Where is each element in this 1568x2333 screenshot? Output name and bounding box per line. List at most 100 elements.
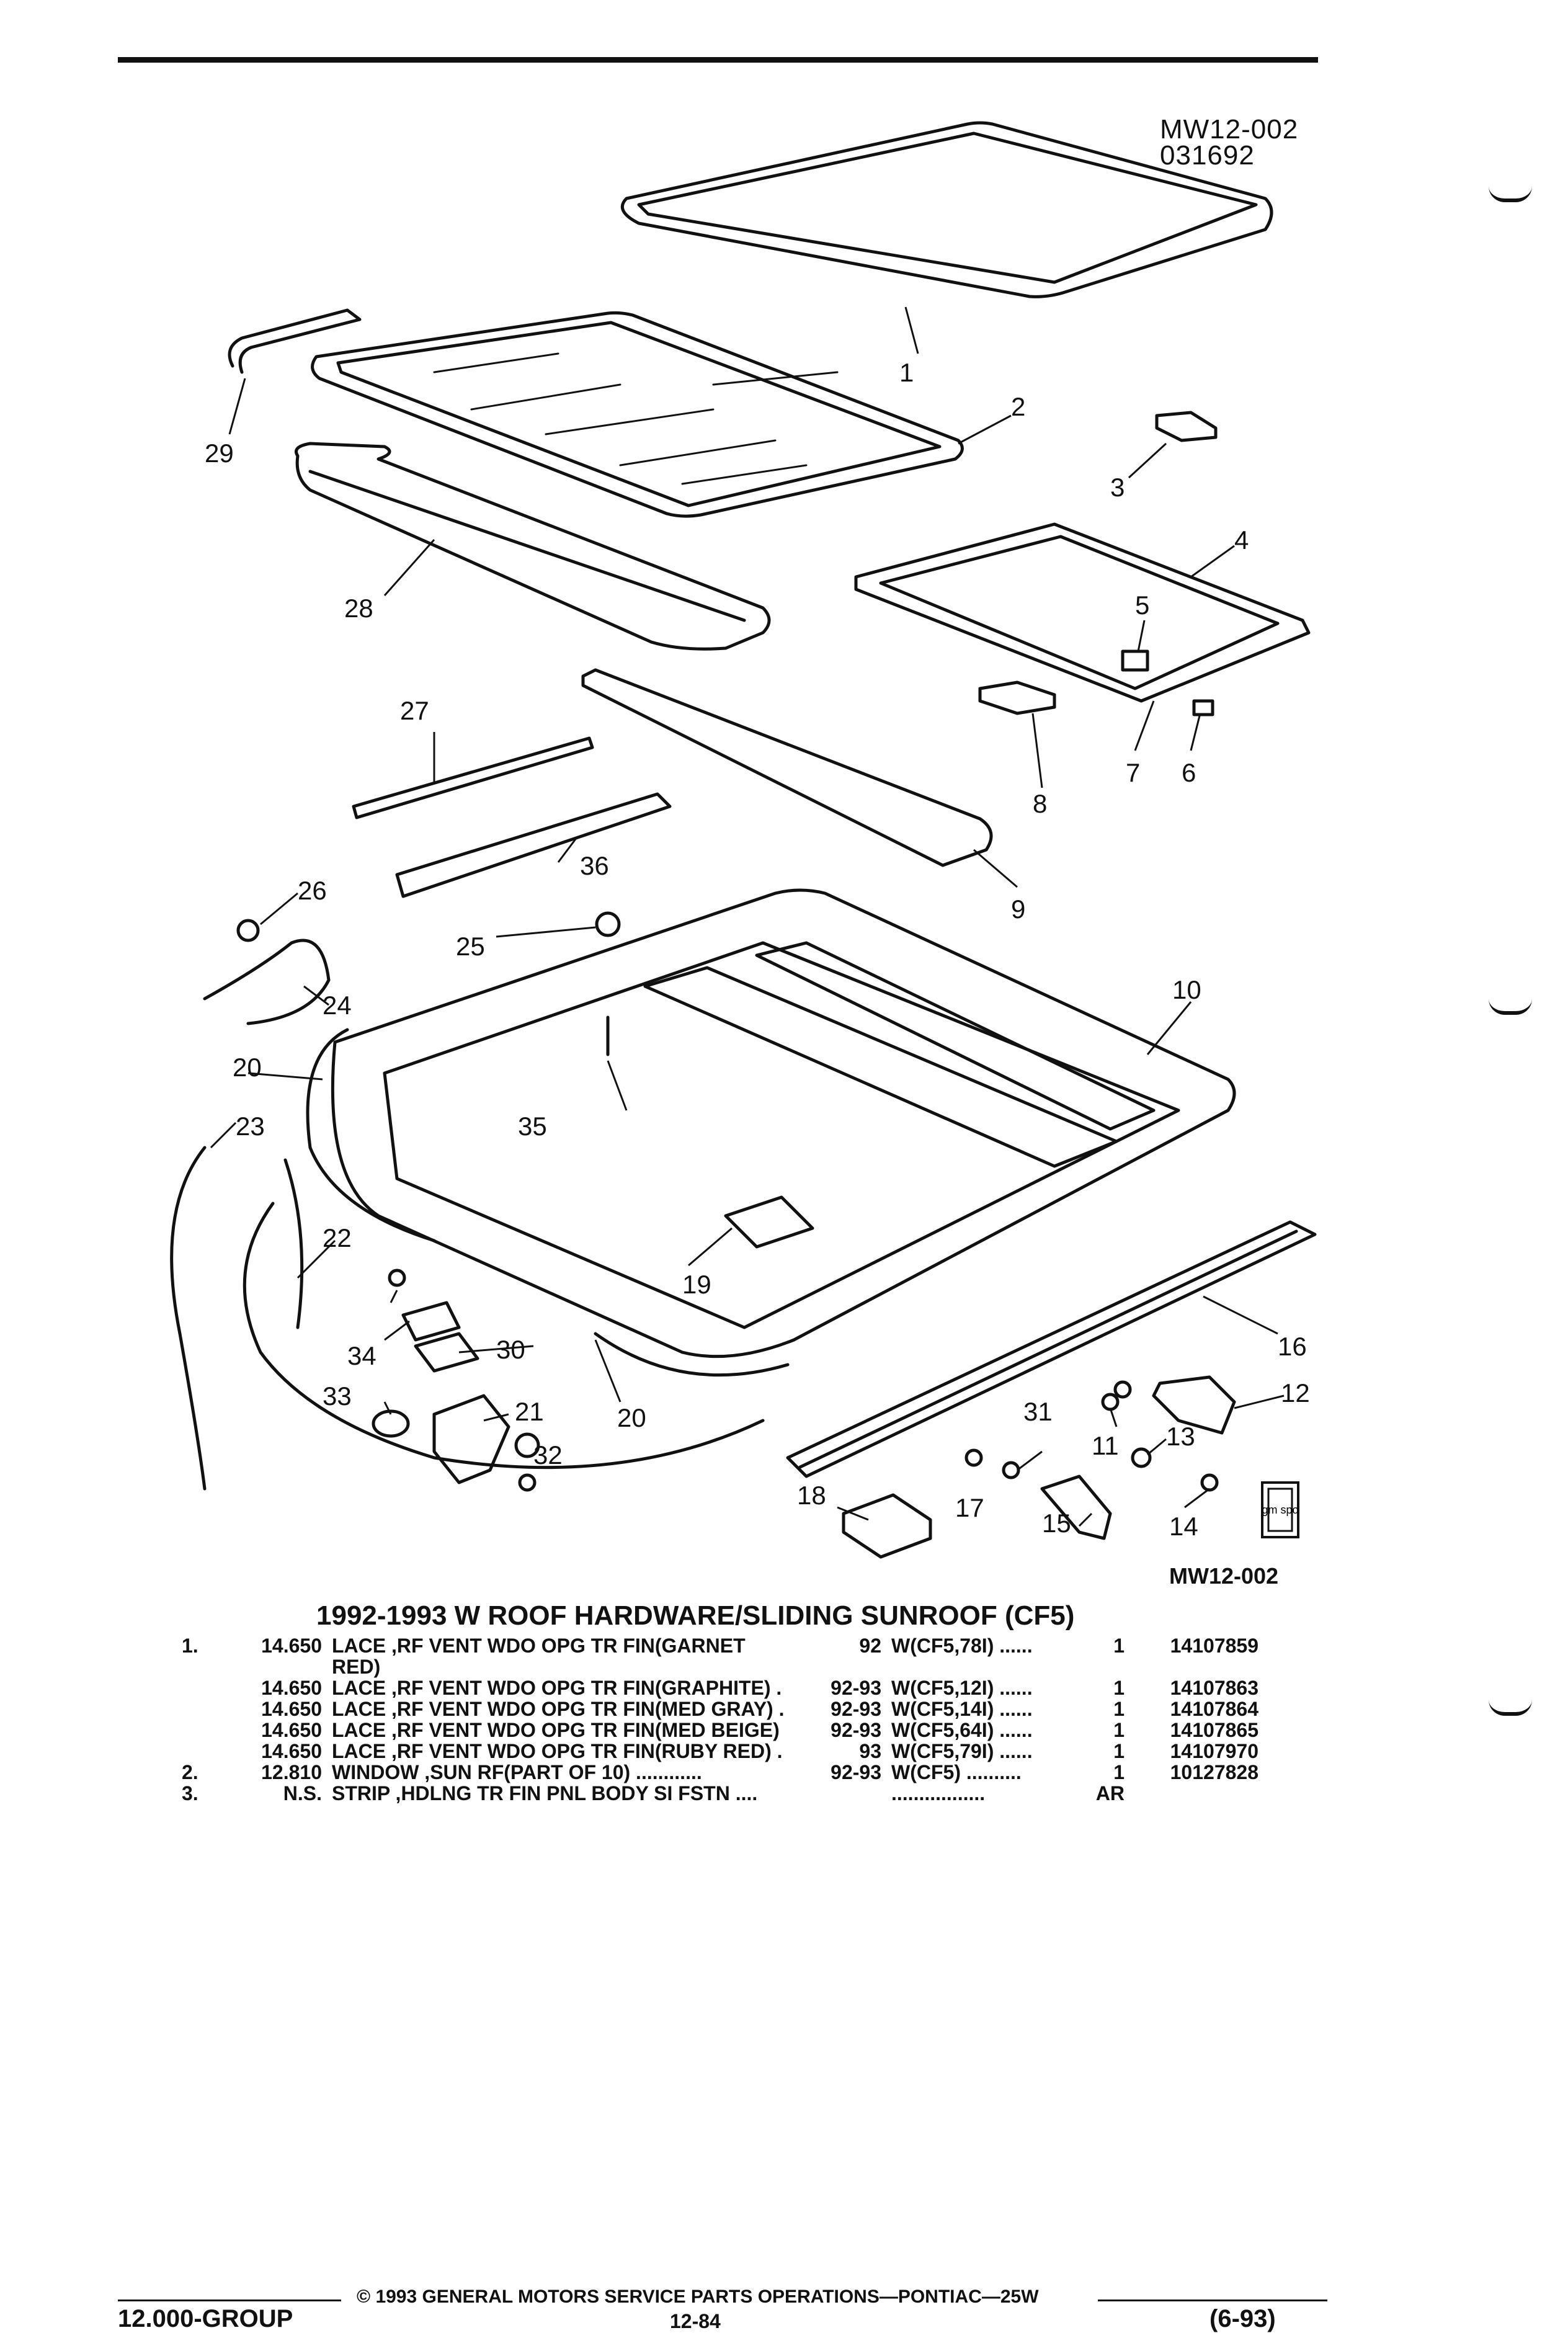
- gm-spo-badge: gm spo: [1261, 1481, 1299, 1538]
- part-sunroof-frame: [854, 522, 1311, 703]
- quantity: 1: [1113, 1719, 1125, 1741]
- part-plug-26: [236, 919, 260, 942]
- part-grommet: [372, 1409, 410, 1438]
- callout-20b: 20: [617, 1403, 646, 1432]
- part-screw-32: [518, 1473, 537, 1492]
- quantity: AR: [1095, 1782, 1125, 1804]
- part-screw-14: [388, 1269, 406, 1287]
- binding-mark: [1489, 999, 1532, 1015]
- footer-rule-left: [118, 2300, 341, 2301]
- callout-10: 10: [1172, 975, 1201, 1004]
- callout-13: 13: [1166, 1422, 1195, 1451]
- callout-32: 32: [533, 1440, 563, 1470]
- part-screw-14: [1200, 1473, 1219, 1492]
- part-track: [395, 792, 672, 898]
- part-screw-11: [1113, 1380, 1132, 1399]
- item-number: [177, 1698, 224, 1720]
- callout-9: 9: [1011, 894, 1025, 924]
- part-nut-13: [1131, 1447, 1152, 1468]
- callout-34: 34: [347, 1341, 376, 1370]
- revision-date: (6-93): [1209, 2305, 1276, 2332]
- item-number: [177, 1677, 224, 1698]
- callout-15: 15: [1042, 1509, 1071, 1538]
- footer-rule-right: [1098, 2300, 1327, 2301]
- part-washer-32: [514, 1432, 540, 1458]
- part-number: 14107865: [1170, 1719, 1258, 1741]
- usage: W(CF5,79I) ......: [891, 1740, 1033, 1762]
- years: 92-93: [831, 1698, 881, 1720]
- group-number: 14.650: [261, 1635, 322, 1657]
- description: LACE ,RF VENT WDO OPG TR FIN(MED GRAY) .: [332, 1698, 785, 1720]
- quantity: 1: [1113, 1635, 1125, 1657]
- part-block-6: [1192, 699, 1214, 716]
- callout-29: 29: [205, 439, 234, 468]
- part-rear-cross-member: [581, 668, 993, 867]
- part-bracket-12: [1152, 1375, 1236, 1435]
- part-sunroof-glass: [311, 311, 964, 518]
- page-number: 12-84: [670, 2310, 721, 2332]
- years: 92-93: [831, 1761, 881, 1783]
- part-switch-harness: [203, 939, 331, 1025]
- callout-11: 11: [1092, 1431, 1119, 1460]
- group-number: 12.810: [261, 1761, 322, 1783]
- part-bolt-31: [1002, 1461, 1020, 1479]
- callout-24: 24: [323, 991, 352, 1020]
- table-row: 14.650 LACE ,RF VENT WDO OPG TR FIN(MED …: [177, 1698, 1263, 1720]
- usage: W(CF5,64I) ......: [891, 1719, 1033, 1741]
- copyright-line: © 1993 GENERAL MOTORS SERVICE PARTS OPER…: [357, 2286, 1039, 2307]
- group-number: 14.650: [261, 1677, 322, 1699]
- description-line1: LACE ,RF VENT WDO OPG TR FIN(GARNET: [332, 1635, 746, 1657]
- callout-17: 17: [955, 1493, 984, 1522]
- group-number: 14.650: [261, 1698, 322, 1720]
- callout-7: 7: [1126, 758, 1140, 787]
- illustration-code-line1: MW12-002: [1160, 114, 1299, 145]
- part-clip: [1155, 411, 1218, 442]
- callout-25: 25: [456, 932, 485, 961]
- part-guide-block-8: [978, 680, 1056, 715]
- callout-33: 33: [323, 1381, 352, 1411]
- callout-28: 28: [344, 594, 373, 623]
- years: 92: [859, 1635, 881, 1657]
- description: STRIP ,HDLNG TR FIN PNL BODY SI FSTN ...…: [332, 1782, 758, 1804]
- parts-table: 1. 14.650 LACE ,RF VENT WDO OPG TR FIN(G…: [177, 1635, 1263, 1804]
- quantity: 1: [1113, 1698, 1125, 1720]
- callout-23: 23: [236, 1112, 265, 1141]
- table-row: 3. N.S. STRIP ,HDLNG TR FIN PNL BODY SI …: [177, 1783, 1263, 1804]
- usage: W(CF5) ..........: [891, 1761, 1022, 1783]
- item-number: 1.: [182, 1635, 198, 1657]
- callout-27: 27: [400, 696, 429, 725]
- years: 92-93: [831, 1719, 881, 1741]
- part-latch-plate: [724, 1195, 814, 1249]
- years: 93: [859, 1740, 881, 1762]
- table-row: 1. 14.650 LACE ,RF VENT WDO OPG TR FIN(G…: [177, 1635, 1263, 1677]
- table-row: 14.650 LACE ,RF VENT WDO OPG TR FIN(GRAP…: [177, 1677, 1263, 1698]
- group-number: 14.650: [261, 1719, 322, 1741]
- part-bracket-15: [1040, 1474, 1112, 1540]
- badge-text: gm spo: [1262, 1504, 1298, 1516]
- description: LACE ,RF VENT WDO OPG TR FIN(RUBY RED) .: [332, 1740, 783, 1762]
- callout-18: 18: [797, 1481, 826, 1510]
- callout-5: 5: [1135, 591, 1149, 620]
- description-line2: RED): [332, 1656, 381, 1678]
- quantity: 1: [1113, 1740, 1125, 1762]
- illustration-code-bottom: MW12-002: [1169, 1563, 1279, 1589]
- callout-6: 6: [1182, 758, 1196, 787]
- part-wiring-harness: [170, 1146, 207, 1491]
- callout-30: 30: [496, 1335, 525, 1364]
- part-wind-deflector: [295, 442, 771, 651]
- quantity: 1: [1113, 1677, 1125, 1699]
- illustration-code-line2: 031692: [1160, 140, 1255, 171]
- callout-2: 2: [1011, 392, 1025, 421]
- callout-20a: 20: [233, 1053, 262, 1082]
- top-rule: [118, 57, 1318, 63]
- usage: W(CF5,78I) ......: [891, 1635, 1033, 1657]
- part-lace-seal: [620, 121, 1273, 298]
- usage: W(CF5,14I) ......: [891, 1698, 1033, 1720]
- part-side-rail: [786, 1220, 1317, 1478]
- item-number: [177, 1741, 224, 1762]
- callout-3: 3: [1110, 473, 1125, 502]
- years: [821, 1783, 886, 1804]
- part-nut-25: [595, 911, 621, 937]
- binding-mark: [1489, 1700, 1532, 1716]
- exploded-parts-diagram: 1 2 3 4 5 6 7 8 9 10 11 12 13 14 15 16 1…: [170, 121, 1317, 1559]
